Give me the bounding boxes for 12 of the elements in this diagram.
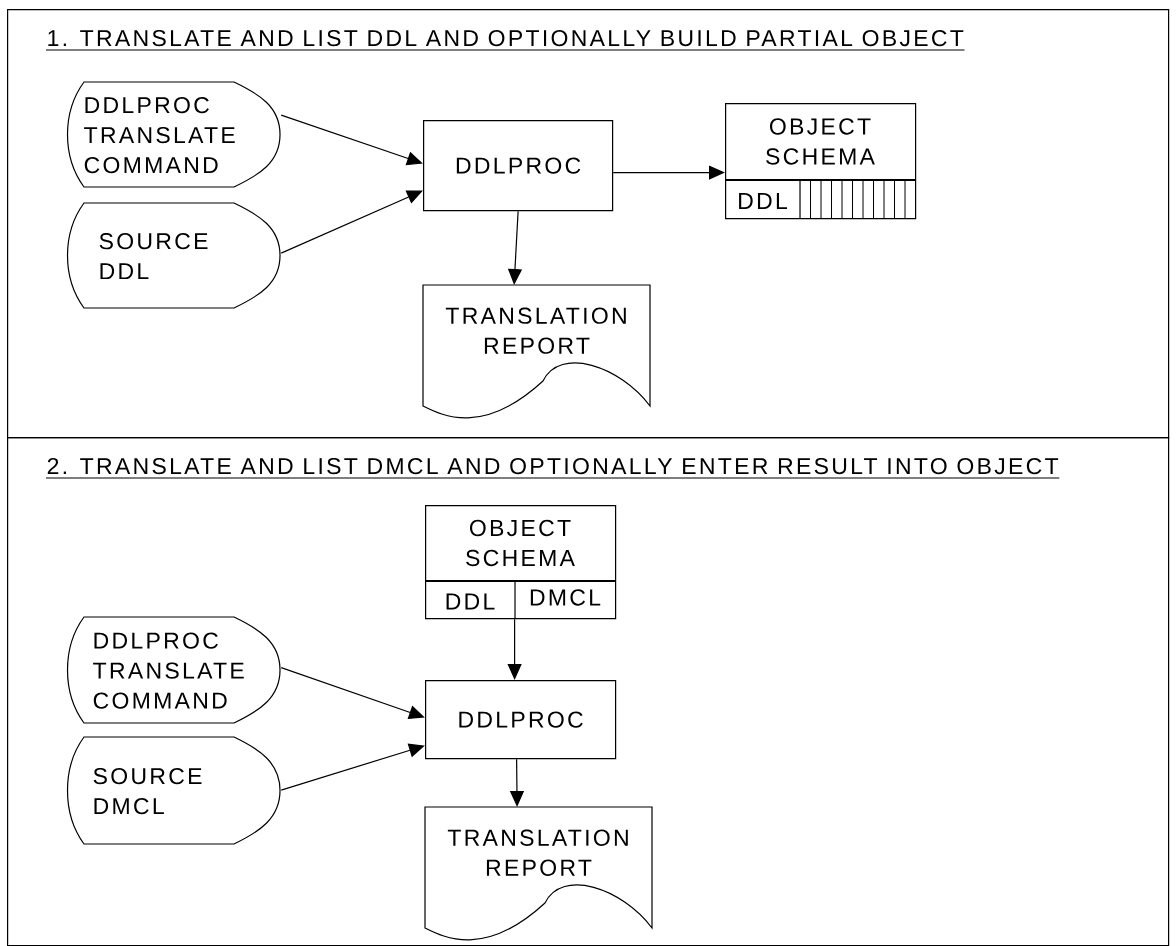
arrow	[612, 165, 725, 180]
schema-box: OBJECT SCHEMA DDL DMCL	[424, 505, 617, 620]
schema-box: OBJECT SCHEMA DDL	[724, 103, 917, 220]
arrow	[280, 114, 423, 166]
process-box: DDLPROC	[425, 680, 617, 760]
arrow	[280, 743, 425, 791]
report-document: TRANSLATION REPORT	[424, 806, 653, 941]
arrow	[280, 190, 423, 254]
report-document: TRANSLATION REPORT	[422, 284, 651, 419]
arrow	[507, 618, 522, 680]
process-box: DDLPROC	[423, 120, 614, 212]
arrow	[280, 667, 425, 720]
